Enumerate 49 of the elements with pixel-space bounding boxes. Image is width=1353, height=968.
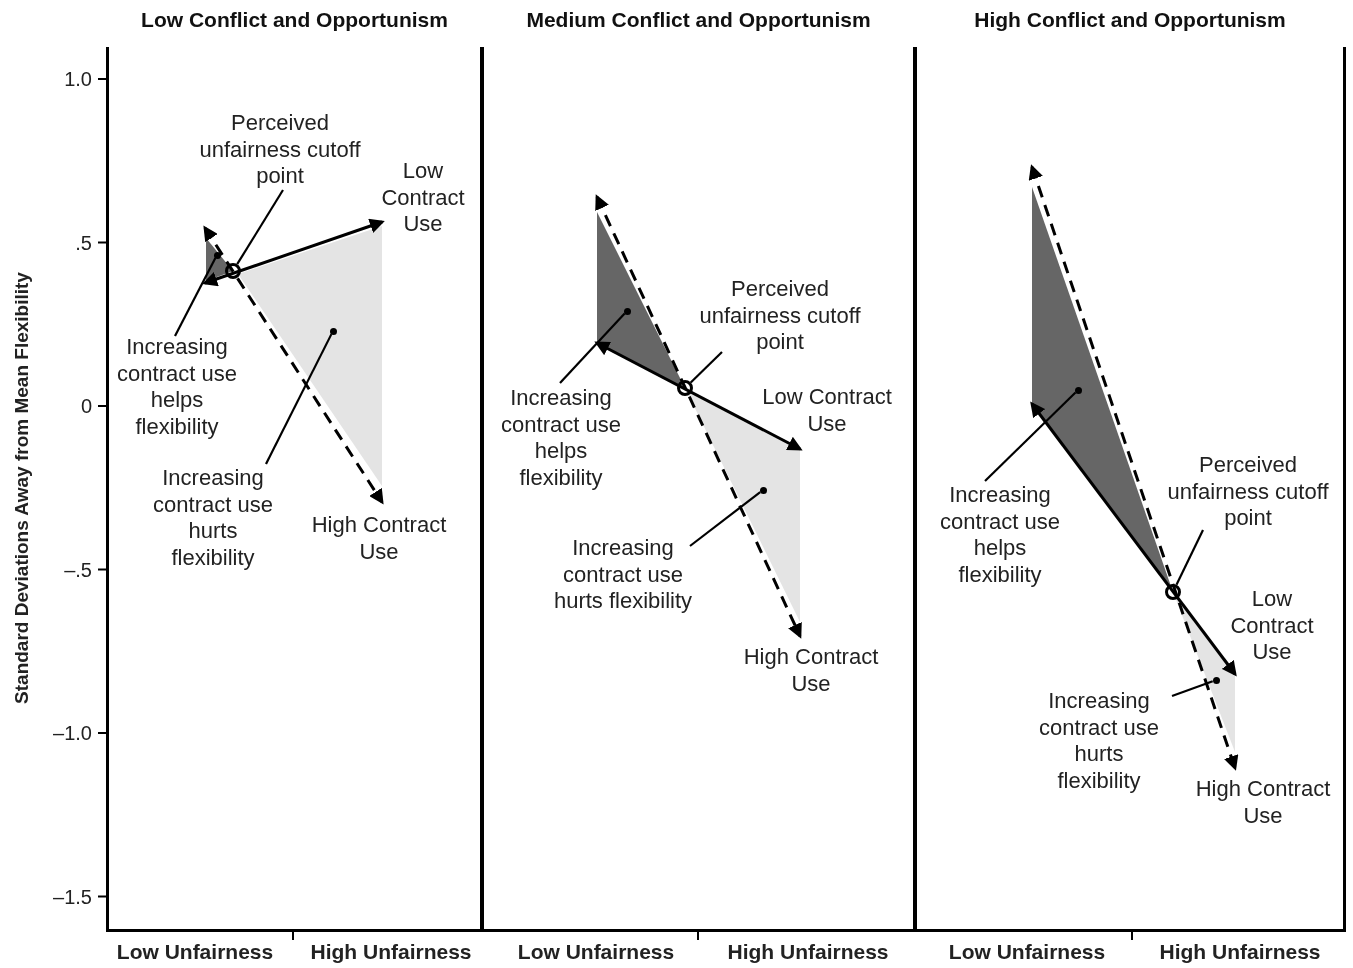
leader-line (689, 491, 761, 547)
axis-label: Low Unfairness (116, 940, 274, 964)
axis-label: High Unfairness (727, 940, 889, 964)
axis-label: Low Unfairness (517, 940, 675, 964)
leader-line (1171, 680, 1214, 698)
annotation-text: Increasing contract use helps flexibility (940, 482, 1060, 588)
annotation-text: Increasing contract use hurts flexibility (540, 535, 706, 615)
annotation-text: Increasing contract use helps flexibility (501, 385, 621, 491)
tick-label: .5 (75, 231, 92, 254)
line-label: High Contract Use (742, 644, 880, 697)
line-label: Low Contract Use (761, 384, 893, 437)
axis-label: High Unfairness (310, 940, 472, 964)
line-label: High Contract Use (1194, 776, 1332, 829)
data-point-dot (1212, 676, 1220, 684)
line-label: Low Contract Use (380, 158, 466, 238)
cutoff-circle (1165, 584, 1181, 600)
leader-line (174, 257, 217, 337)
tick-label: –1.0 (53, 721, 92, 745)
axis-label: High Unfairness (1159, 940, 1321, 964)
annotation-text: Perceived unfairness cutoff point (680, 276, 880, 356)
annotation-text: Perceived unfairness cutoff point (190, 110, 370, 190)
tick-label: 0 (80, 394, 92, 418)
leader-line (1175, 529, 1204, 586)
leader-line (265, 333, 333, 465)
annotation-text: Increasing contract use hurts flexibility (153, 465, 273, 571)
panel-title: Medium Conflict and Opportunism (525, 8, 872, 32)
leader-line (236, 189, 284, 265)
tick-label: 1.0 (64, 67, 92, 91)
leader-line (689, 351, 723, 384)
axis-title: Standard Deviations Away from Mean Flexibility (11, 272, 33, 704)
annotation-text: Increasing contract use hurts flexibility (1039, 688, 1159, 794)
leader-line (984, 391, 1077, 482)
cutoff-circle (225, 263, 241, 279)
data-point-dot (759, 486, 767, 494)
tick-label: –.5 (64, 558, 92, 581)
panel-title: High Conflict and Opportunism (973, 8, 1287, 32)
annotation-text: Increasing contract use helps flexibility (117, 334, 237, 440)
leader-line (559, 312, 626, 384)
tick-label: –1.5 (53, 885, 92, 908)
line-label: High Contract Use (310, 512, 448, 565)
panel-title: Low Conflict and Opportunism (140, 8, 449, 32)
annotation-text: Perceived unfairness cutoff point (1148, 452, 1348, 532)
cutoff-circle (677, 380, 693, 396)
data-point-dot (1074, 386, 1082, 394)
data-point-dot (623, 307, 631, 315)
line-label: Low Contract Use (1229, 586, 1315, 666)
data-point-dot (329, 327, 337, 335)
data-point-dot (213, 251, 221, 259)
axis-label: Low Unfairness (948, 940, 1106, 964)
